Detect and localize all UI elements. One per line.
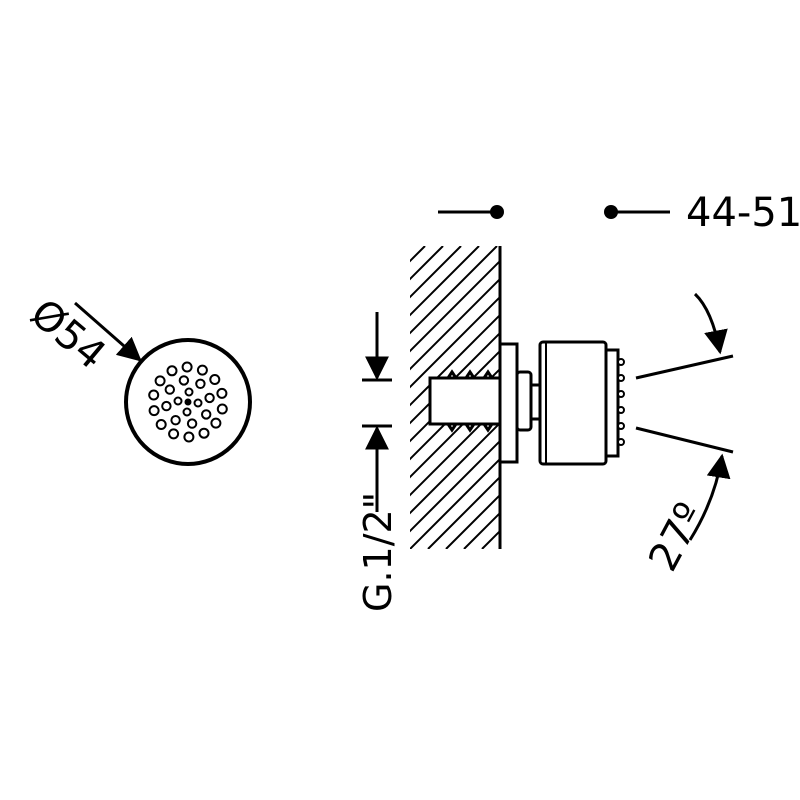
- spray-nozzle: [186, 418, 198, 429]
- spray-nozzle: [170, 415, 181, 426]
- hatch-line: [410, 439, 500, 533]
- hatch-line: [410, 313, 500, 407]
- spray-nozzle: [209, 374, 221, 385]
- diameter-label: Ø54: [22, 290, 115, 378]
- spray-nozzle: [198, 427, 210, 439]
- spray-nozzle: [173, 396, 183, 406]
- face-nozzle: [617, 422, 625, 430]
- hatch-line: [445, 493, 500, 549]
- shower-body: [538, 340, 608, 466]
- hatch-line: [427, 475, 500, 549]
- spray-nozzle: [168, 428, 180, 440]
- hatch-line: [608, 246, 800, 549]
- hatch-line: [410, 277, 500, 371]
- angle-dimension: 27º: [635, 292, 734, 579]
- hatch-line: [716, 246, 800, 549]
- spray-nozzle: [196, 364, 208, 376]
- spray-nozzle: [182, 407, 192, 417]
- depth-label: 44-51: [686, 190, 800, 236]
- wall-flange: [498, 342, 519, 464]
- diameter-leader-line: [74, 301, 142, 362]
- face-nozzle: [617, 438, 625, 446]
- spray-nozzles: [148, 361, 228, 443]
- spray-nozzle: [216, 387, 228, 399]
- hatch-line: [644, 246, 800, 549]
- thread-dimension: G.1/2": [356, 312, 400, 612]
- spray-nozzle: [216, 403, 228, 415]
- spray-nozzle: [166, 365, 178, 377]
- spray-nozzle: [148, 389, 160, 401]
- spray-nozzle: [181, 361, 193, 373]
- face-nozzle: [617, 390, 625, 398]
- spray-nozzle: [210, 417, 222, 429]
- angle-arrow-lower: [688, 453, 731, 541]
- hatch-line: [752, 246, 800, 549]
- hatch-line: [698, 246, 800, 549]
- thread-label: G.1/2": [356, 492, 400, 612]
- swivel-joint: [515, 370, 533, 432]
- face-nozzles: [617, 358, 625, 446]
- face-nozzle: [617, 374, 625, 382]
- front-view: Ø54: [22, 290, 252, 466]
- threaded-connection: [428, 369, 502, 433]
- hatch-line: [734, 246, 800, 549]
- hatch-line: [626, 246, 800, 549]
- hatch-line: [410, 246, 462, 299]
- spray-nozzle: [204, 392, 215, 404]
- spray-nozzle: [178, 375, 190, 386]
- hatch-line: [410, 246, 498, 335]
- face-nozzle: [617, 406, 625, 414]
- angle-arrow-upper: [693, 292, 728, 355]
- hatch-line: [410, 421, 500, 515]
- depth-dimension: 44-51: [438, 190, 800, 236]
- center-nozzle: [184, 398, 192, 406]
- spray-nozzle: [148, 405, 160, 417]
- angle-label: 27º: [640, 496, 713, 579]
- spray-line-upper: [635, 354, 734, 380]
- face-nozzle: [617, 358, 625, 366]
- spray-nozzle: [155, 419, 167, 430]
- spray-nozzle: [201, 409, 212, 420]
- spray-nozzle: [184, 387, 194, 397]
- spray-nozzle: [164, 384, 176, 395]
- spray-nozzle: [183, 431, 195, 443]
- hatch-line: [410, 246, 480, 317]
- spray-nozzle: [154, 375, 166, 387]
- spray-nozzle: [193, 398, 203, 408]
- spray-line-lower: [635, 426, 734, 454]
- depth-marker-left: [490, 205, 504, 219]
- hatch-line: [788, 246, 800, 549]
- spray-nozzle: [195, 378, 206, 389]
- shower-face-plate: [604, 348, 620, 458]
- hatch-line: [770, 246, 800, 549]
- hatch-line: [410, 259, 500, 353]
- hatch-line: [680, 246, 800, 549]
- hatch-line: [410, 457, 500, 549]
- spray-nozzle: [161, 400, 172, 412]
